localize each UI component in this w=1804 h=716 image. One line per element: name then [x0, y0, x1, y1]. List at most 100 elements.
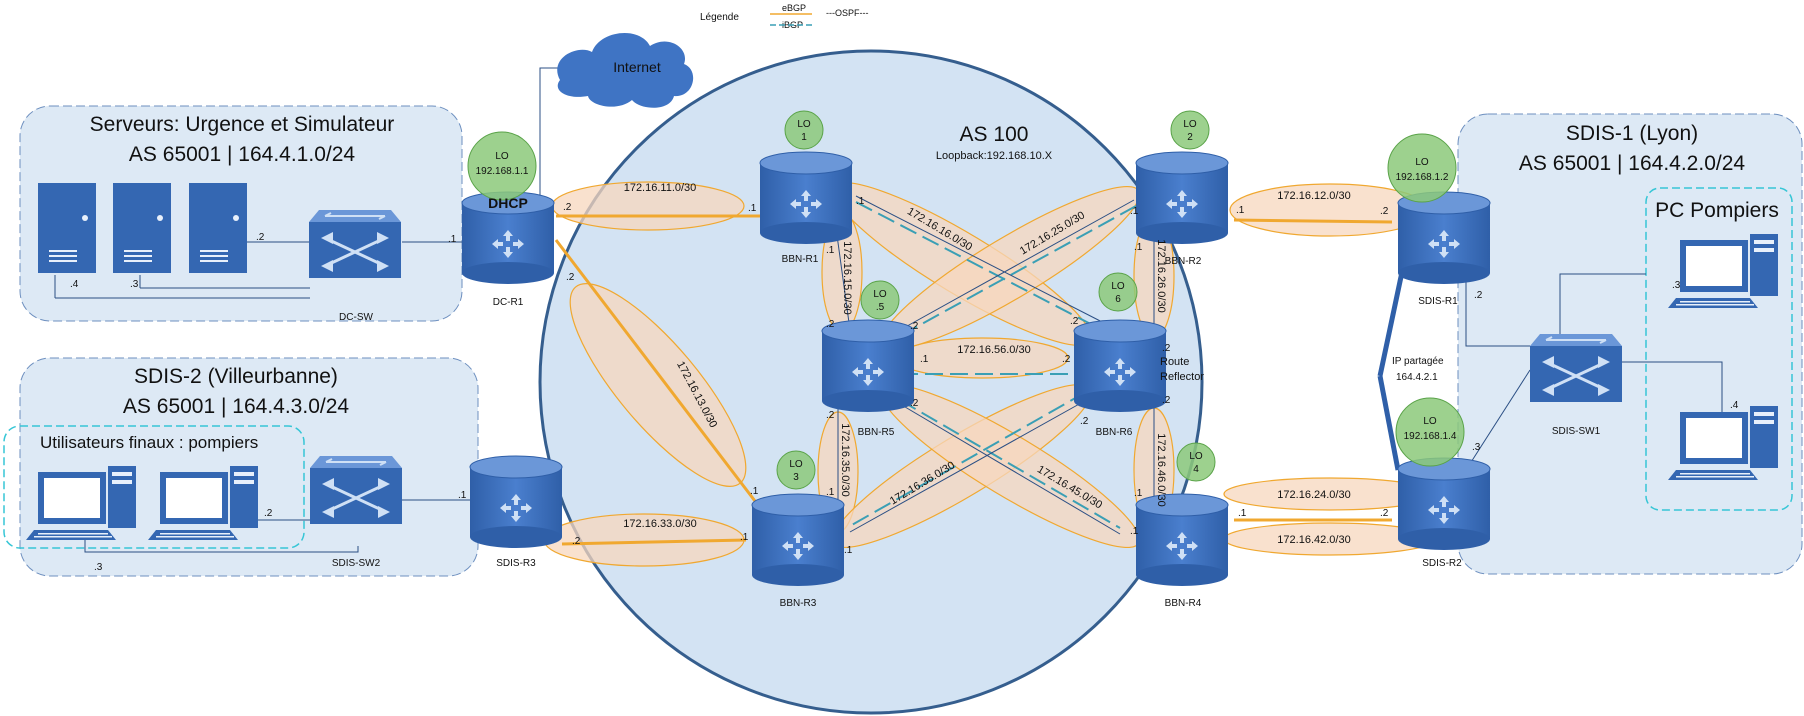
lo-bbn-r1-num: 1 — [801, 132, 807, 143]
lo-bbn-r2-label: LO — [1183, 119, 1197, 130]
bbn-r6-icon[interactable] — [1074, 320, 1166, 412]
bbn-r1-label: BBN-R1 — [782, 254, 819, 265]
bbn-r1-icon[interactable] — [760, 152, 852, 244]
if-sdisr2-r4: .2 — [1380, 508, 1389, 519]
subnet-46: 172.16.46.0/30 — [1155, 433, 1167, 506]
if-sw1-pc2: .4 — [1730, 400, 1739, 411]
if-dcr1-r1: .2 — [563, 202, 572, 213]
ebgp-line-13 — [554, 239, 760, 506]
lo-sdis-r2-ip: 192.168.1.4 — [1404, 431, 1457, 442]
if-r6-r1: .2 — [1070, 316, 1079, 327]
if-r6-r3: .2 — [1080, 416, 1089, 427]
route-reflector-label-2: Reflector — [1160, 371, 1204, 383]
if-sdisr3-r3: .2 — [572, 536, 581, 547]
end-users-group — [3, 425, 305, 549]
sdis-r3-icon[interactable] — [470, 456, 562, 548]
internet-label: Internet — [613, 59, 661, 75]
sdis-r1-icon[interactable] — [1398, 192, 1490, 284]
legend-title: Légende — [700, 12, 739, 23]
if-r2-r6: .1 — [1134, 242, 1143, 253]
dc-sw-label: DC-SW — [339, 312, 373, 323]
lo-dc-r1-ip: 192.168.1.1 — [476, 166, 529, 177]
if-dcsw-srv1: .4 — [70, 279, 79, 290]
if-r5-r1: .2 — [826, 319, 835, 330]
if-dcsw-srv2: .3 — [130, 279, 139, 290]
shared-ip-label-2: 164.4.2.1 — [1396, 372, 1438, 383]
bbn-r4-icon[interactable] — [1136, 494, 1228, 586]
lo-bbn-r2-num: 2 — [1187, 132, 1193, 143]
legend-ospf-label: ---OSPF--- — [826, 8, 869, 18]
sdis-r3-label: SDIS-R3 — [496, 558, 536, 569]
lo-bbn-r4-num: 4 — [1193, 464, 1199, 475]
sdis-r2-label: SDIS-R2 — [1422, 558, 1462, 569]
bbn-r3-icon[interactable] — [752, 494, 844, 586]
interface-labels: .2 .3 .4 .1 .2 .2 .1 .1 .1 .2 .2 .1 .2 .… — [70, 196, 1739, 573]
if-dcr1-sw: .1 — [448, 234, 457, 245]
dc-sw-icon[interactable] — [307, 208, 403, 280]
ebgp-line-33 — [561, 538, 747, 546]
end-users-group-label: Utilisateurs finaux : pompiers — [40, 433, 258, 452]
if-r6-r4: .2 — [1162, 395, 1171, 406]
route-reflector-label-1: Route — [1160, 356, 1189, 368]
if-r5-r3: .2 — [826, 410, 835, 421]
dc-r1-label: DC-R1 — [493, 297, 524, 308]
lo-dc-r1 — [467, 131, 537, 201]
lo-sdis-r1-label: LO — [1415, 157, 1429, 168]
subnet-24: 172.16.24.0/30 — [1277, 489, 1350, 501]
internet-cloud — [557, 33, 694, 108]
subnet-15: 172.16.15.0/30 — [841, 241, 853, 314]
if-r3-r5: .1 — [826, 487, 835, 498]
lo-bbn-r1-label: LO — [797, 119, 811, 130]
lo-bbn-r6-num: 6 — [1115, 294, 1121, 305]
ibgp-line-25 — [899, 205, 1137, 337]
if-dcsw-srv3: .2 — [256, 232, 265, 243]
bbn-r5-label: BBN-R5 — [858, 427, 895, 438]
shared-ip-link-a — [1377, 271, 1405, 377]
if-r5-r6: .1 — [920, 354, 929, 365]
subnet-12: 172.16.12.0/30 — [1277, 190, 1350, 202]
if-r2-r5: .1 — [1130, 206, 1139, 217]
if-r5-r4: .2 — [910, 398, 919, 409]
sdis1-zone-title: SDIS-1 (Lyon) — [1566, 122, 1698, 145]
lo-dc-r1-label: LO — [495, 151, 509, 162]
sdis-sw2-icon[interactable] — [308, 454, 404, 526]
ibgp-line-16 — [855, 201, 1107, 333]
as100-subtitle: Loopback:192.168.10.X — [936, 150, 1053, 162]
as100-title: AS 100 — [960, 123, 1029, 146]
ibgp-line-36 — [849, 391, 1087, 527]
legend-ebgp-label: eBGP — [782, 3, 806, 13]
sdis1-zone-subtitle: AS 65001 | 164.4.2.0/24 — [1519, 152, 1745, 175]
if-r1-r6: .1 — [856, 196, 865, 207]
servers-zone-title: Serveurs: Urgence et Simulateur — [90, 113, 395, 136]
lo-bbn-r3-num: 3 — [793, 472, 799, 483]
lo-bbn-r5-num: .5 — [876, 302, 885, 313]
lo-sdis-r1-ip: 192.168.1.2 — [1396, 172, 1449, 183]
bbn-r2-icon[interactable] — [1136, 152, 1228, 244]
lo-bbn-r5 — [860, 280, 900, 320]
if-sdisr3-sw2: .1 — [458, 490, 467, 501]
dhcp-tag: DHCP — [488, 195, 528, 211]
sdis-r2-icon[interactable] — [1398, 458, 1490, 550]
bbn-r5-icon[interactable] — [822, 320, 914, 412]
bbn-r4-label: BBN-R4 — [1165, 598, 1202, 609]
lo-bbn-r6-label: LO — [1111, 281, 1125, 292]
if-r4-r6: .1 — [1134, 488, 1143, 499]
if-r5-r2: .2 — [910, 321, 919, 332]
ibgp-line-45 — [899, 399, 1121, 529]
sdis-sw1-icon[interactable] — [1528, 332, 1624, 404]
subnet-26: 172.16.26.0/30 — [1155, 239, 1167, 312]
server-3 — [189, 183, 247, 273]
lo-bbn-r6 — [1098, 272, 1138, 312]
if-sw2-pc1: .3 — [94, 562, 103, 573]
pc-pompiers-group-label: PC Pompiers — [1655, 199, 1779, 222]
subnet-42: 172.16.42.0/30 — [1277, 534, 1350, 546]
if-r6-r2: .2 — [1162, 343, 1171, 354]
lo-bbn-r3 — [776, 450, 816, 490]
sdis2-zone-title: SDIS-2 (Villeurbanne) — [134, 365, 338, 388]
if-r2-sdisr1: .1 — [1236, 205, 1245, 216]
if-r6-r5: .2 — [1062, 354, 1071, 365]
lo-sdis-r1 — [1387, 133, 1457, 203]
lo-sdis-r2 — [1395, 397, 1465, 467]
sdis-sw1-label: SDIS-SW1 — [1552, 426, 1601, 437]
bbn-r2-label: BBN-R2 — [1165, 256, 1202, 267]
